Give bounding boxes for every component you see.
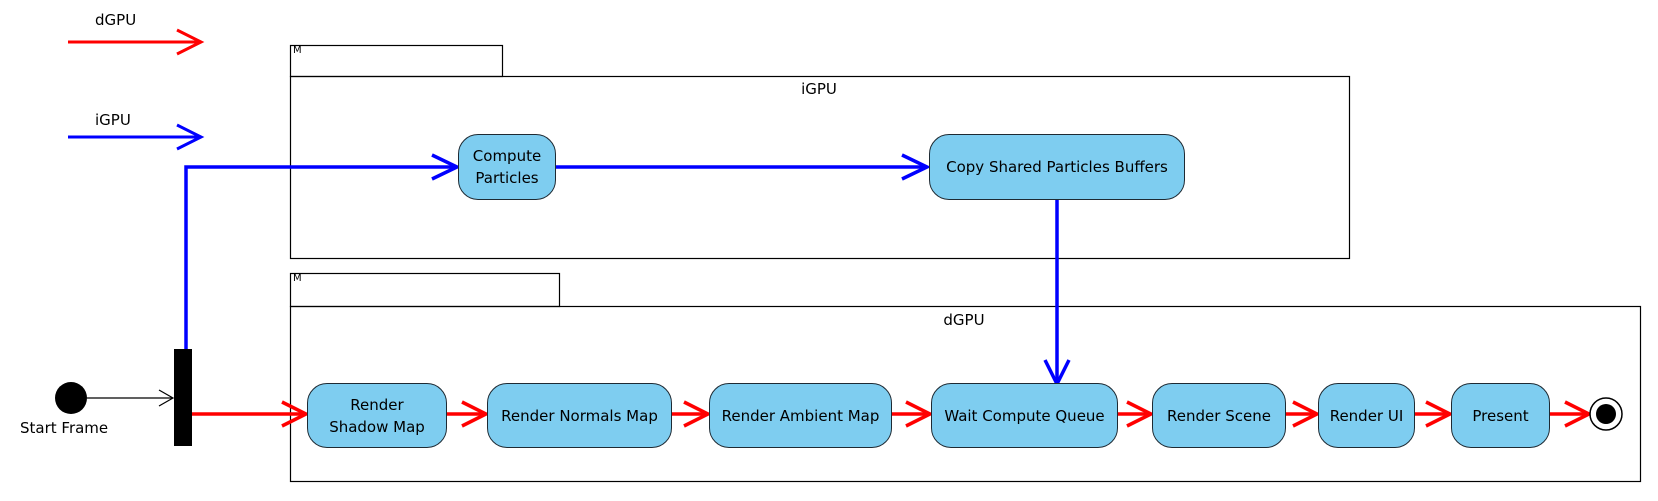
action-render-shadow-map-label: Render Shadow Map bbox=[329, 395, 425, 436]
legend-dgpu-arrow bbox=[68, 28, 205, 56]
dgpu-partition-tag: M bbox=[293, 273, 302, 284]
action-render-scene-label: Render Scene bbox=[1167, 406, 1271, 425]
fork-to-shadow-arrowhead bbox=[281, 400, 310, 428]
shadow-to-normals-arrowhead bbox=[461, 400, 490, 428]
action-wait-compute-queue: Wait Compute Queue bbox=[931, 383, 1118, 448]
dgpu-flow bbox=[192, 400, 1593, 428]
scene-to-ui-arrowhead bbox=[1292, 400, 1321, 428]
igpu-partition-title: iGPU bbox=[801, 80, 837, 98]
action-render-ui-label: Render UI bbox=[1329, 406, 1404, 425]
compute-to-copy-arrowhead bbox=[901, 153, 932, 181]
action-compute-particles-label: Compute Particles bbox=[472, 147, 542, 187]
fork-to-compute-arrowhead bbox=[431, 153, 462, 181]
ambient-to-wait-arrowhead bbox=[905, 400, 934, 428]
action-present-label: Present bbox=[1472, 406, 1529, 425]
legend-dgpu-label: dGPU bbox=[95, 11, 137, 29]
action-render-shadow-map: Render Shadow Map bbox=[307, 383, 447, 448]
end-node bbox=[1589, 397, 1623, 431]
dgpu-partition-title: dGPU bbox=[943, 311, 985, 329]
start-node bbox=[55, 382, 87, 414]
legend-igpu-arrow bbox=[68, 123, 205, 151]
action-copy-shared-buffers-label: Copy Shared Particles Buffers bbox=[946, 158, 1168, 176]
action-render-ambient-map-label: Render Ambient Map bbox=[721, 406, 880, 425]
action-render-normals-map-label: Render Normals Map bbox=[501, 406, 658, 425]
present-to-end-arrowhead bbox=[1564, 400, 1593, 428]
igpu-partition-tag: M bbox=[293, 45, 302, 56]
action-render-scene: Render Scene bbox=[1152, 383, 1286, 448]
igpu-partition-frame bbox=[289, 44, 1351, 260]
action-copy-shared-particles-buffers: Copy Shared Particles Buffers bbox=[929, 134, 1185, 200]
dgpu-partition-frame bbox=[289, 272, 1642, 483]
start-to-fork-arrow bbox=[87, 389, 175, 407]
action-present: Present bbox=[1451, 383, 1550, 448]
action-wait-compute-queue-label: Wait Compute Queue bbox=[944, 406, 1105, 425]
start-node-label: Start Frame bbox=[20, 419, 109, 437]
action-compute-particles: Compute Particles bbox=[458, 134, 556, 200]
action-render-ui: Render UI bbox=[1318, 383, 1415, 448]
ui-to-present-arrowhead bbox=[1425, 400, 1454, 428]
fork-bar bbox=[174, 349, 192, 446]
action-render-ambient-map: Render Ambient Map bbox=[709, 383, 892, 448]
normals-to-ambient-arrowhead bbox=[683, 400, 712, 428]
wait-to-scene-arrowhead bbox=[1126, 400, 1155, 428]
fork-to-compute-flow bbox=[184, 165, 455, 349]
action-render-normals-map: Render Normals Map bbox=[487, 383, 672, 448]
legend-igpu-label: iGPU bbox=[95, 111, 131, 129]
